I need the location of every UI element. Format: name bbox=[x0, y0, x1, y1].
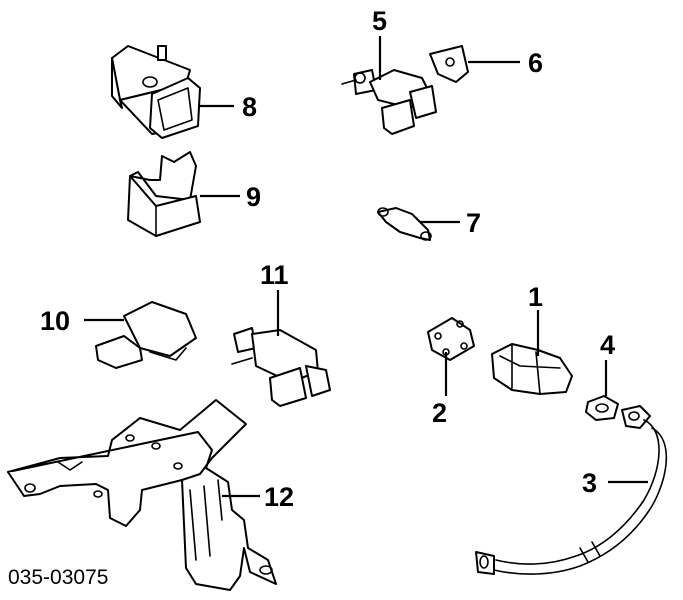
callout-11: 11 bbox=[260, 260, 289, 290]
callout-1: 1 bbox=[528, 282, 543, 312]
callout-8: 8 bbox=[242, 92, 257, 122]
callout-4: 4 bbox=[600, 330, 615, 360]
part-6-bracket bbox=[429, 45, 469, 83]
callout-6: 6 bbox=[528, 48, 543, 78]
part-12-mounting-bracket bbox=[7, 399, 277, 591]
part-3-pipe bbox=[475, 405, 668, 575]
part-9-bracket bbox=[127, 151, 201, 237]
callout-10: 10 bbox=[40, 306, 70, 336]
callout-2: 2 bbox=[432, 398, 447, 428]
callout-7: 7 bbox=[466, 208, 481, 238]
part-7-filter bbox=[377, 207, 432, 241]
part-5-solenoid-valve bbox=[341, 69, 437, 135]
callout-12: 12 bbox=[264, 482, 294, 512]
part-2-gasket bbox=[427, 317, 475, 361]
part-10-sensor bbox=[95, 301, 197, 369]
callout-3: 3 bbox=[582, 468, 597, 498]
part-4-gasket bbox=[585, 395, 619, 421]
part-8-canister bbox=[111, 45, 201, 139]
callout-5: 5 bbox=[372, 6, 387, 36]
part-1-valve bbox=[491, 343, 573, 395]
callout-9: 9 bbox=[246, 182, 261, 212]
reference-code: 035-03075 bbox=[8, 566, 108, 589]
part-11-solenoid-valve bbox=[231, 327, 331, 407]
